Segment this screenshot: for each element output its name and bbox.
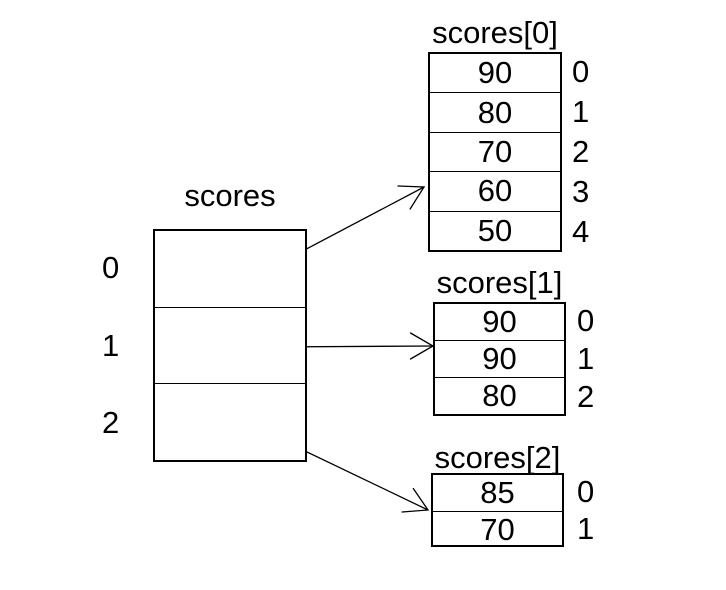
subarray1-cell: 90 xyxy=(435,341,564,378)
main-array-index-column: 0 1 2 xyxy=(102,229,128,462)
main-array-cell-0 xyxy=(155,231,305,308)
subarray1-index: 0 xyxy=(577,303,595,338)
subarray0-box: 90 80 70 60 50 xyxy=(428,52,562,252)
subarray1-cell: 80 xyxy=(482,378,517,413)
subarray0-index-column: 0 1 2 3 4 xyxy=(572,52,598,252)
subarray1-box: 90 90 80 xyxy=(433,302,566,416)
main-array-index: 2 xyxy=(102,405,120,441)
subarray2-index: 1 xyxy=(577,510,595,546)
subarray0-index: 3 xyxy=(572,174,590,209)
subarray2-title: scores[2] xyxy=(434,440,561,475)
subarray0-index: 1 xyxy=(572,94,590,129)
subarray0-index: 4 xyxy=(572,214,590,249)
main-array-box xyxy=(153,229,307,462)
subarray1-index: 2 xyxy=(577,379,595,414)
main-array-index: 0 xyxy=(102,249,120,285)
subarray1-index-column: 0 1 2 xyxy=(577,302,603,416)
subarray2-cell: 70 xyxy=(480,512,515,547)
subarray1-title: scores[1] xyxy=(436,265,563,300)
main-array-cell-2 xyxy=(155,384,305,460)
subarray2-index: 0 xyxy=(577,473,595,509)
subarray2-cell: 85 xyxy=(433,475,562,512)
subarray2-box: 85 70 xyxy=(431,473,564,547)
subarray0-cell: 50 xyxy=(477,212,513,248)
subarray1-cell: 90 xyxy=(435,304,564,341)
main-array-title: scores xyxy=(184,178,276,213)
main-array-cell-1 xyxy=(155,308,305,385)
subarray0-cell: 90 xyxy=(430,54,560,94)
subarray0-index: 2 xyxy=(572,134,590,169)
main-array-index: 1 xyxy=(102,327,120,363)
subarray1-index: 1 xyxy=(577,341,595,376)
subarray0-cell: 70 xyxy=(430,133,560,173)
subarray0-cell: 80 xyxy=(430,93,560,133)
subarray0-title: scores[0] xyxy=(432,15,558,50)
subarray0-cell: 60 xyxy=(430,172,560,212)
subarray2-index-column: 0 1 xyxy=(577,473,603,547)
subarray0-index: 0 xyxy=(572,54,590,89)
